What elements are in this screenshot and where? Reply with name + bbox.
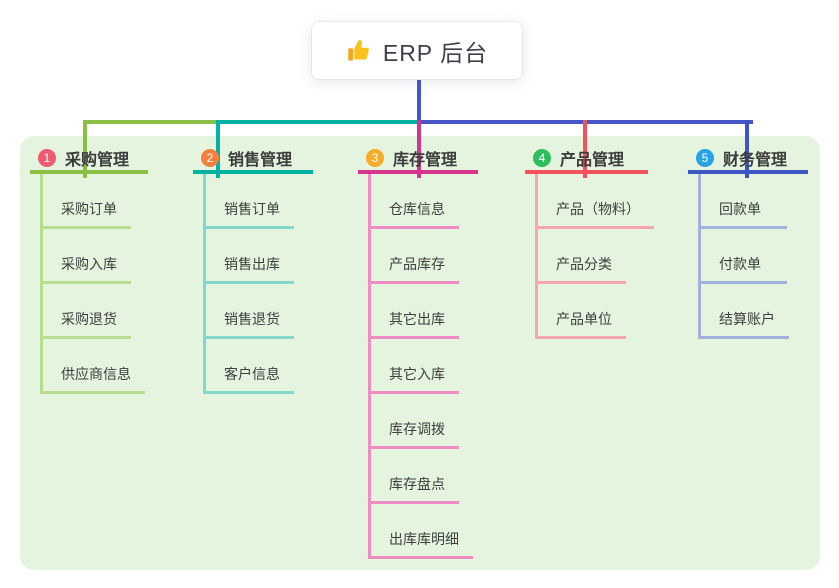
- branch-children: 产品（物料） 产品分类产品单位: [535, 174, 654, 339]
- child-node[interactable]: 库存调拨: [371, 394, 459, 449]
- branch-drop-line: [417, 120, 421, 178]
- branch-title: 采购管理: [65, 152, 130, 169]
- child-node[interactable]: 销售订单: [206, 174, 294, 229]
- branch-header[interactable]: 3 库存管理: [358, 146, 478, 174]
- child-node-label: 产品库存: [389, 256, 445, 272]
- child-node[interactable]: 付款单: [701, 229, 787, 284]
- branch-drop-line: [83, 120, 87, 178]
- branch-title: 产品管理: [560, 152, 625, 169]
- child-node[interactable]: 产品（物料）: [538, 174, 654, 229]
- child-node[interactable]: 产品分类: [538, 229, 626, 284]
- child-node[interactable]: 采购退货: [43, 284, 131, 339]
- branch-header[interactable]: 1 采购管理: [30, 146, 148, 174]
- branch-header[interactable]: 4 产品管理: [525, 146, 648, 174]
- branch-drop-line: [583, 120, 587, 178]
- child-node[interactable]: 仓库信息: [371, 174, 459, 229]
- branch-children: 仓库信息产品库存其它出库其它入库库存调拨库存盘点出库库明细: [368, 174, 478, 559]
- thumbs-up-icon: [346, 37, 373, 64]
- child-node-label: 采购入库: [61, 256, 117, 272]
- child-node[interactable]: 客户信息: [206, 339, 294, 394]
- child-node-label: 客户信息: [224, 366, 280, 382]
- branch-drop-line: [216, 120, 220, 178]
- root-stem-line: [417, 78, 421, 120]
- branch-销售管理: 2 销售管理销售订单销售出库销售退货客户信息: [193, 146, 313, 394]
- child-node[interactable]: 出库库明细: [371, 504, 473, 559]
- child-node[interactable]: 库存盘点: [371, 449, 459, 504]
- branch-number-badge: 1: [38, 149, 56, 167]
- branch-drop-line: [745, 120, 749, 178]
- branch-title: 财务管理: [723, 152, 788, 169]
- root-label: ERP 后台: [382, 39, 489, 66]
- child-node-label: 回款单: [719, 201, 761, 217]
- branch-header[interactable]: 2 销售管理: [193, 146, 313, 174]
- child-node-label: 产品（物料）: [556, 201, 640, 217]
- child-node[interactable]: 销售退货: [206, 284, 294, 339]
- child-node-label: 产品分类: [556, 256, 612, 272]
- child-node-label: 出库库明细: [389, 531, 459, 547]
- branch-库存管理: 3 库存管理仓库信息产品库存其它出库其它入库库存调拨库存盘点出库库明细: [358, 146, 478, 559]
- child-node-label: 其它入库: [389, 366, 445, 382]
- child-node[interactable]: 产品单位: [538, 284, 626, 339]
- branch-header[interactable]: 5 财务管理: [688, 146, 808, 174]
- child-node[interactable]: 回款单: [701, 174, 787, 229]
- branch-title: 销售管理: [228, 152, 293, 169]
- child-node-label: 采购退货: [61, 311, 117, 327]
- branch-children: 销售订单销售出库销售退货客户信息: [203, 174, 313, 394]
- child-node[interactable]: 供应商信息: [43, 339, 145, 394]
- child-node[interactable]: 销售出库: [206, 229, 294, 284]
- branch-采购管理: 1 采购管理采购订单采购入库采购退货供应商信息: [30, 146, 148, 394]
- child-node-label: 产品单位: [556, 311, 612, 327]
- child-node-label: 供应商信息: [61, 366, 131, 382]
- bus-line-segment: [83, 120, 218, 124]
- branch-children: 采购订单采购入库采购退货供应商信息: [40, 174, 148, 394]
- child-node-label: 采购订单: [61, 201, 117, 217]
- child-node-label: 付款单: [719, 256, 761, 272]
- child-node[interactable]: 采购入库: [43, 229, 131, 284]
- child-node-label: 库存调拨: [389, 421, 445, 437]
- child-node[interactable]: 其它入库: [371, 339, 459, 394]
- bus-line-segment: [218, 120, 419, 124]
- child-node-label: 其它出库: [389, 311, 445, 327]
- child-node[interactable]: 采购订单: [43, 174, 131, 229]
- child-node[interactable]: 产品库存: [371, 229, 459, 284]
- branch-number-badge: 5: [696, 149, 714, 167]
- child-node-label: 销售出库: [224, 256, 280, 272]
- branch-number-badge: 4: [533, 149, 551, 167]
- branch-children: 回款单付款单结算账户: [698, 174, 808, 339]
- child-node-label: 库存盘点: [389, 476, 445, 492]
- branches-panel: [20, 136, 820, 570]
- branch-产品管理: 4 产品管理产品（物料） 产品分类产品单位: [525, 146, 654, 339]
- child-node-label: 销售退货: [224, 311, 280, 327]
- root-node[interactable]: ERP 后台: [312, 22, 522, 79]
- child-node-label: 仓库信息: [389, 201, 445, 217]
- branch-title: 库存管理: [393, 152, 458, 169]
- child-node-label: 结算账户: [719, 311, 775, 327]
- branch-number-badge: 2: [201, 149, 219, 167]
- child-node[interactable]: 结算账户: [701, 284, 789, 339]
- child-node[interactable]: 其它出库: [371, 284, 459, 339]
- branch-number-badge: 3: [366, 149, 384, 167]
- child-node-label: 销售订单: [224, 201, 280, 217]
- branch-财务管理: 5 财务管理回款单付款单结算账户: [688, 146, 808, 339]
